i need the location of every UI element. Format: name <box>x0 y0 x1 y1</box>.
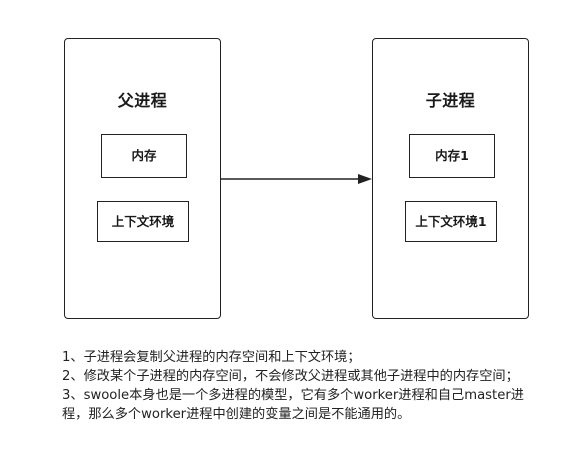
note-line-2: 2、修改某个子进程的内存空间，不会修改父进程或其他子进程中的内存空间； <box>62 369 519 384</box>
parent-memory-box: 内存 <box>101 134 187 178</box>
notes-block: 1、子进程会复制父进程的内存空间和上下文环境； 2、修改某个子进程的内存空间，不… <box>62 348 532 424</box>
child-process-box: 子进程 内存1 上下文环境1 <box>372 38 529 319</box>
child-memory-box: 内存1 <box>409 134 495 178</box>
child-process-title: 子进程 <box>425 91 476 110</box>
parent-process-title: 父进程 <box>117 91 168 110</box>
note-line-3: 3、swoole本身也是一个多进程的模型，它有多个worker进程和自己mast… <box>62 388 524 422</box>
child-context-box: 上下文环境1 <box>405 201 497 242</box>
fork-arrow-head <box>358 174 372 184</box>
note-line-1: 1、子进程会复制父进程的内存空间和上下文环境； <box>62 350 361 365</box>
parent-process-box: 父进程 内存 上下文环境 <box>64 38 221 319</box>
parent-context-box: 上下文环境 <box>97 201 189 242</box>
